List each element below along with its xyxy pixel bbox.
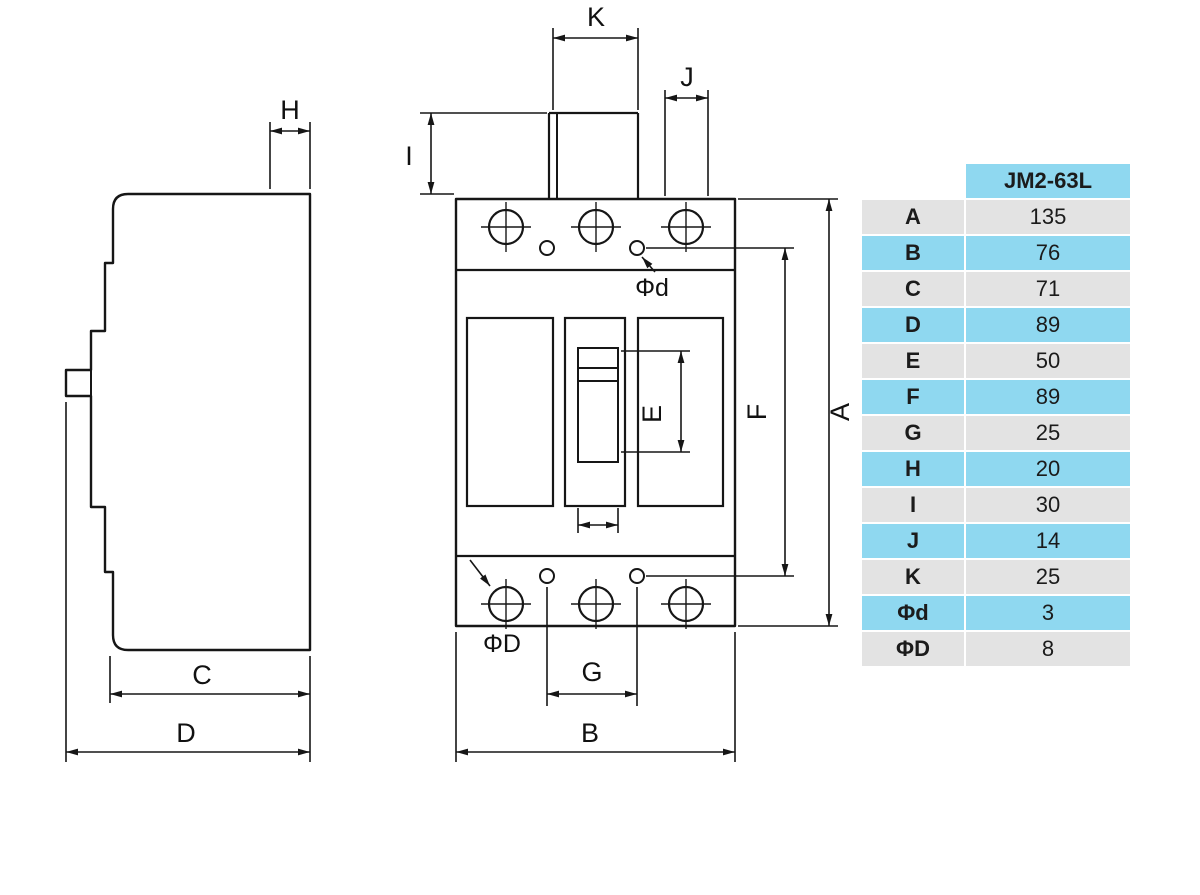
- spec-value: 89: [966, 380, 1130, 414]
- spec-label: Φd: [862, 596, 964, 630]
- spec-value: 135: [966, 200, 1130, 234]
- dim-label-A: A: [825, 403, 855, 421]
- spec-row: D 89: [862, 308, 1130, 342]
- spec-value: 25: [966, 416, 1130, 450]
- front-view-dimensions: K J I Φd E F: [405, 2, 855, 762]
- dim-label-B: B: [581, 718, 599, 748]
- spec-row: K 25: [862, 560, 1130, 594]
- spec-table: JM2-63L A 135 B 76 C 71 D 89 E 50 F 89 G…: [862, 164, 1130, 666]
- top-terminal-holes: [481, 202, 711, 256]
- spec-value: 50: [966, 344, 1130, 378]
- spec-label: K: [862, 560, 964, 594]
- spec-label: G: [862, 416, 964, 450]
- spec-row: E 50: [862, 344, 1130, 378]
- side-profile-outline: [64, 192, 312, 652]
- top-terminal-tab: [547, 111, 640, 199]
- spec-label: E: [862, 344, 964, 378]
- spec-value: 71: [966, 272, 1130, 306]
- spec-label: B: [862, 236, 964, 270]
- spec-label: I: [862, 488, 964, 522]
- spec-row: J 14: [862, 524, 1130, 558]
- dim-label-I: I: [405, 141, 413, 171]
- dim-label-C: C: [192, 660, 212, 690]
- pole-windows: [465, 316, 725, 508]
- spec-row: A 135: [862, 200, 1130, 234]
- spec-label: D: [862, 308, 964, 342]
- spec-value: 20: [966, 452, 1130, 486]
- dim-label-F: F: [742, 404, 772, 421]
- spec-value: 89: [966, 308, 1130, 342]
- dim-label-phi-D: ΦD: [483, 630, 521, 658]
- spec-header-row: JM2-63L: [862, 164, 1130, 198]
- spec-label: J: [862, 524, 964, 558]
- mounting-hole-bottom-left: [539, 568, 555, 584]
- spec-row: B 76: [862, 236, 1130, 270]
- spec-row: ΦD 8: [862, 632, 1130, 666]
- breaker-body: [454, 197, 737, 628]
- spec-row: Φd 3: [862, 596, 1130, 630]
- spec-value: 76: [966, 236, 1130, 270]
- spec-label: A: [862, 200, 964, 234]
- spec-label: F: [862, 380, 964, 414]
- spec-row: G 25: [862, 416, 1130, 450]
- spec-value: 30: [966, 488, 1130, 522]
- mounting-hole-top-left: [539, 240, 555, 256]
- spec-value: 3: [966, 596, 1130, 630]
- spec-row: F 89: [862, 380, 1130, 414]
- handle-slot: [577, 347, 619, 463]
- mounting-hole-top-right: [629, 240, 645, 256]
- dim-label-H: H: [280, 95, 300, 125]
- dim-label-E: E: [637, 405, 667, 423]
- side-view: [64, 192, 312, 652]
- spec-value: 14: [966, 524, 1130, 558]
- dim-label-phi-d: Φd: [635, 274, 669, 302]
- dim-label-J: J: [680, 62, 694, 92]
- spec-value: 8: [966, 632, 1130, 666]
- spec-header-model: JM2-63L: [966, 164, 1130, 198]
- spec-value: 25: [966, 560, 1130, 594]
- spec-row: C 71: [862, 272, 1130, 306]
- spec-label: ΦD: [862, 632, 964, 666]
- dim-label-G: G: [581, 657, 602, 687]
- spec-row: I 30: [862, 488, 1130, 522]
- spec-header-spacer: [862, 164, 964, 198]
- spec-row: H 20: [862, 452, 1130, 486]
- front-view: [454, 111, 737, 629]
- dim-label-K: K: [587, 2, 605, 32]
- spec-label: H: [862, 452, 964, 486]
- dim-label-D: D: [176, 718, 196, 748]
- spec-label: C: [862, 272, 964, 306]
- bottom-terminal-holes: [481, 568, 711, 629]
- side-view-dimensions: H C D: [65, 95, 311, 762]
- mounting-hole-bottom-right: [629, 568, 645, 584]
